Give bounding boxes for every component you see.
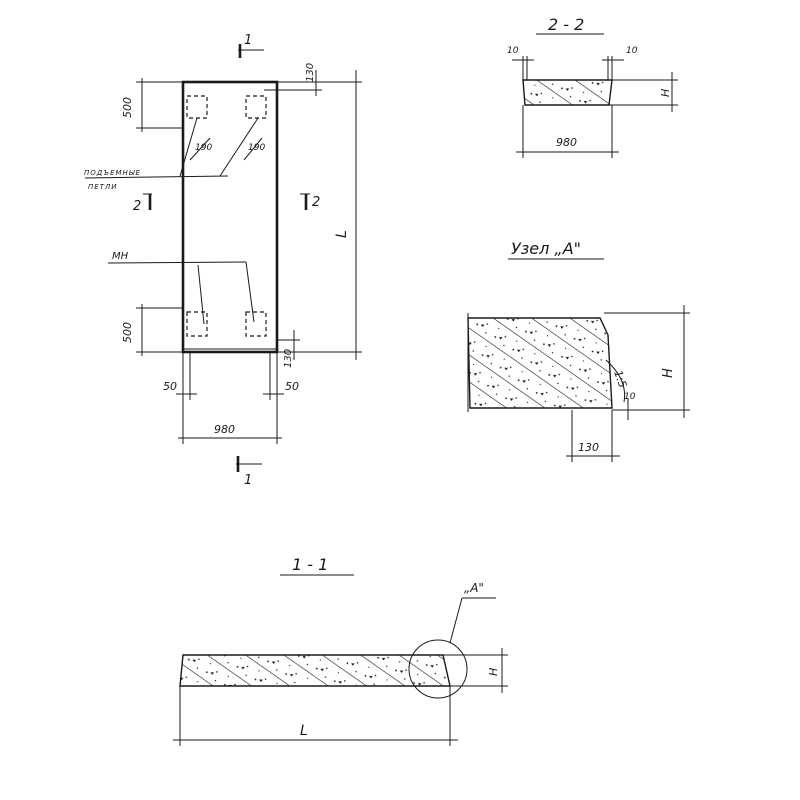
node-a-dim-10: 10 xyxy=(624,392,636,402)
label-lifting-line2: ПЕТЛИ xyxy=(88,183,117,191)
section-1-top-label: 1 xyxy=(244,33,252,48)
mn-line-left xyxy=(197,264,205,325)
dim-190-right: 190 xyxy=(248,143,265,153)
section-1-bottom-label: 1 xyxy=(244,473,252,488)
dim-130-bottom: 130 xyxy=(283,349,294,368)
section-2-2: 2 - 2 10 10 H 980 xyxy=(507,15,678,158)
node-a-body xyxy=(467,317,613,409)
dim-L: L xyxy=(334,230,350,238)
dim-980: 980 xyxy=(556,136,577,149)
dim-H: H xyxy=(659,89,672,97)
section-1-1: 1 - 1 „А" H L xyxy=(173,555,508,746)
section-2-2-body xyxy=(522,79,613,106)
node-a-dim-130: 130 xyxy=(578,441,599,454)
dim-50-left: 50 xyxy=(163,380,177,393)
dim-190-left-line xyxy=(189,137,211,161)
mn-line-right xyxy=(245,261,255,323)
dim-500-bottom: 500 xyxy=(121,322,134,343)
node-a-title: Узел „А" xyxy=(511,239,581,258)
node-a-slope: 1:5 xyxy=(611,369,629,390)
section-2-2-title: 2 - 2 xyxy=(548,15,584,34)
callout-a-leader xyxy=(449,597,463,644)
lifting-loop-bottom-right xyxy=(245,311,267,337)
dim-500-top: 500 xyxy=(121,97,134,118)
dim-190-right-line xyxy=(243,137,263,161)
lifting-leader-right xyxy=(219,117,259,177)
callout-a-circle xyxy=(408,639,468,699)
dim-190-left: 190 xyxy=(195,143,212,153)
callout-a-label: „А" xyxy=(464,581,484,595)
lifting-leader-left xyxy=(179,117,198,177)
lifting-loop-top-right xyxy=(245,95,267,119)
dim-10-left: 10 xyxy=(507,46,519,56)
plan-view: МН ПОДЪЕМНЫЕ ПЕТЛИ 190 190 1 1 2 2 500 xyxy=(84,33,362,488)
lifting-loop-bottom-left xyxy=(186,311,208,337)
label-mn: МН xyxy=(112,251,129,262)
sec11-dim-L: L xyxy=(300,723,308,739)
dim-10-right: 10 xyxy=(626,46,638,56)
section-2-right-label: 2 xyxy=(312,195,320,210)
slab-outline xyxy=(181,80,279,354)
node-a-slope-arc xyxy=(605,359,626,403)
lifting-loop-top-left xyxy=(186,95,208,119)
dim-130-top: 130 xyxy=(305,63,316,82)
node-a-dim-H: H xyxy=(661,368,676,378)
label-lifting-line1: ПОДЪЕМНЫЕ xyxy=(84,169,141,177)
dim-980: 980 xyxy=(214,423,235,436)
dim-50-right: 50 xyxy=(285,380,299,393)
section-2-left-label: 2 xyxy=(133,199,141,214)
lifting-leader-horizontal xyxy=(84,175,229,179)
section-1-1-title: 1 - 1 xyxy=(292,555,328,574)
mn-leader xyxy=(107,261,247,264)
sec11-dim-H: H xyxy=(487,668,500,676)
node-a: Узел „А" H 1:5 10 130 xyxy=(467,239,690,462)
